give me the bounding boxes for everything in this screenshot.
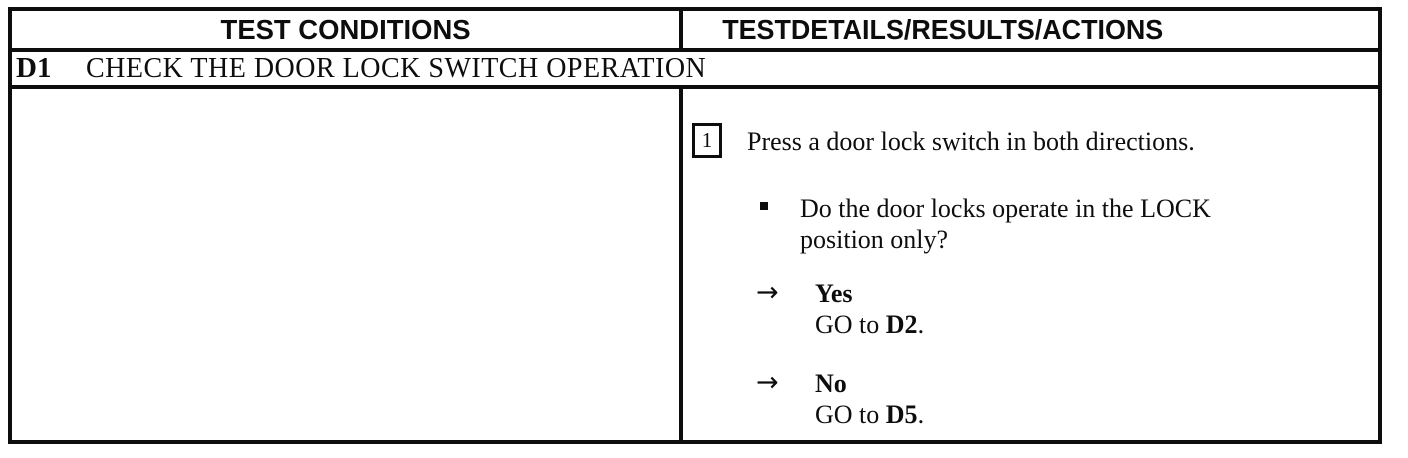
result-yes-action-suffix: . (917, 310, 925, 339)
test-conditions-header-label: TEST CONDITIONS (220, 13, 471, 45)
result-no-answer: No (815, 369, 847, 398)
step-number-box: 1 (692, 123, 722, 158)
result-yes-action: GO to D2. (815, 309, 924, 340)
question-line-1: Do the door locks operate in the LOCK (800, 194, 1211, 223)
test-conditions-cell (12, 89, 683, 440)
arrow-right-icon: → (756, 277, 779, 308)
result-no-action: GO to D5. (815, 399, 924, 430)
result-no-action-prefix: GO to (815, 400, 886, 429)
result-yes-answer: Yes (815, 279, 853, 308)
result-yes-action-target: D2 (885, 310, 918, 339)
diagnostic-test-table: TEST CONDITIONS TESTDETAILS/RESULTS/ACTI… (8, 7, 1382, 444)
test-id-label: D1 (16, 52, 52, 84)
question-line-2: position only? (800, 225, 949, 254)
test-details-cell: 1 Press a door lock switch in both direc… (683, 89, 1378, 440)
step-instruction-text: Press a door lock switch in both directi… (747, 127, 1195, 156)
header-cell-test-details: TESTDETAILS/RESULTS/ACTIONS (683, 11, 1378, 48)
test-title-label: CHECK THE DOOR LOCK SWITCH OPERATION (86, 52, 707, 84)
test-title-row: D1 CHECK THE DOOR LOCK SWITCH OPERATION (12, 52, 1378, 89)
arrow-right-icon: → (756, 367, 779, 398)
test-details-header-label: TESTDETAILS/RESULTS/ACTIONS (721, 13, 1164, 45)
result-no-block: No GO to D5. (815, 368, 924, 430)
result-no-action-suffix: . (917, 400, 925, 429)
table-content-row: 1 Press a door lock switch in both direc… (12, 89, 1378, 440)
table-header-row: TEST CONDITIONS TESTDETAILS/RESULTS/ACTI… (12, 11, 1378, 52)
result-yes-action-prefix: GO to (815, 310, 886, 339)
header-cell-test-conditions: TEST CONDITIONS (12, 11, 683, 48)
question-text: Do the door locks operate in the LOCK po… (800, 193, 1211, 255)
result-yes-block: Yes GO to D2. (815, 278, 924, 340)
result-no-action-target: D5 (885, 400, 918, 429)
step-number-label: 1 (701, 128, 713, 152)
bullet-square-icon (760, 202, 768, 210)
